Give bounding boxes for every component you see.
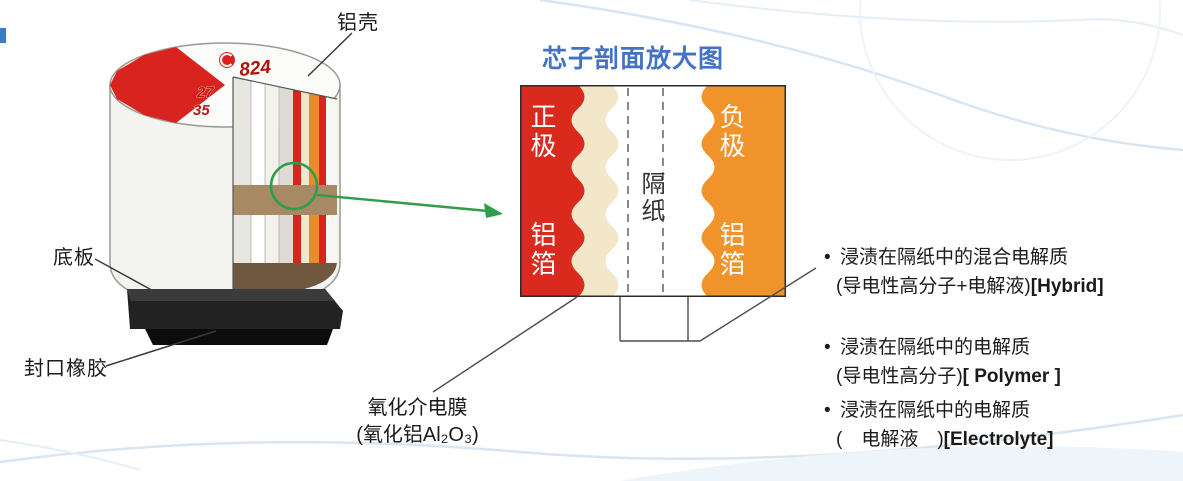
cathode-label: 负极 铝箔	[716, 103, 746, 279]
separator-band	[233, 185, 337, 215]
dielectric-film-note-line2: (氧化铝Al₂O₃)	[356, 424, 479, 446]
note-hybrid-tag: [Hybrid]	[1030, 276, 1104, 297]
anode-foil-layer	[520, 85, 585, 297]
capacitor-base	[127, 289, 343, 345]
swoosh-top	[539, 0, 1183, 152]
base-plate-top	[127, 289, 335, 301]
note-polymer-line2: (导电性高分子)	[836, 366, 963, 387]
note-hybrid: • 浸渍在隔纸中的混合电解质 (导电性高分子+电解液)[Hybrid]	[824, 243, 1180, 301]
cathode-label-line1: 负极	[716, 103, 746, 161]
note-polymer-line1: 浸渍在隔纸中的电解质	[840, 337, 1031, 358]
note-electrolyte-line1: 浸渍在隔纸中的电解质	[840, 400, 1031, 421]
cross-section-diagram: 正极 铝箔 隔纸 负极 铝箔	[520, 85, 786, 297]
cross-section-title: 芯子剖面放大图	[542, 45, 725, 73]
bullet-icon: •	[824, 400, 831, 421]
marking-line2: 35	[193, 102, 210, 119]
capacitor-body: 824 27 35	[109, 42, 341, 308]
winding-stripes	[233, 77, 337, 296]
swoosh-top-2	[689, 0, 1183, 36]
page-edge-mark	[0, 28, 6, 43]
swoosh-bottom	[0, 413, 1183, 464]
note-hybrid-line2: (导电性高分子+电解液)	[836, 276, 1031, 297]
top-red-sector	[110, 47, 225, 123]
seal-rubber-label: 封口橡胶	[24, 358, 108, 380]
bullet-icon: •	[824, 337, 831, 358]
anode-label-line1: 正极	[527, 103, 557, 161]
anode-label-line2: 铝箔	[527, 221, 557, 279]
note-polymer: • 浸渍在隔纸中的电解质 (导电性高分子)[ Polymer ]	[824, 333, 1180, 391]
shell-label: 铝壳	[337, 12, 379, 34]
capacitor-cutaway	[232, 76, 338, 296]
marking-code: 824	[238, 57, 272, 81]
bottom-plate-label: 底板	[53, 247, 95, 269]
separator-label: 隔纸	[637, 171, 664, 225]
cathode-foil-layer	[701, 85, 786, 297]
marking-line1: 27	[196, 84, 214, 101]
note-polymer-tag: [ Polymer ]	[962, 366, 1061, 387]
capacitor-illustration: 824 27 35	[109, 42, 343, 345]
anode-label: 正极 铝箔	[527, 103, 557, 279]
electrolyte-notes: • 浸渍在隔纸中的混合电解质 (导电性高分子+电解液)[Hybrid] • 浸渍…	[824, 243, 1180, 454]
bullet-icon: •	[824, 247, 831, 268]
note-electrolyte: • 浸渍在隔纸中的电解质 ( 电解液 )[Electrolyte]	[824, 396, 1180, 454]
brand-logo-glyph	[220, 53, 233, 67]
cross-section-graphic	[520, 85, 786, 297]
dielectric-film-note-line1: 氧化介电膜	[367, 397, 468, 419]
note-hybrid-line1: 浸渍在隔纸中的混合电解质	[840, 247, 1069, 268]
swoosh-bottom-fill	[620, 446, 1183, 481]
cut-top-edge	[232, 76, 338, 100]
swoosh-bottom-left	[0, 439, 141, 471]
dielectric-film-note: 氧化介电膜 (氧化铝Al₂O₃)	[330, 395, 505, 449]
note-electrolyte-line2: ( 电解液 )	[836, 429, 944, 450]
cathode-label-line2: 铝箔	[716, 221, 746, 279]
swoosh-circle	[859, 0, 1161, 161]
note-electrolyte-tag: [Electrolyte]	[943, 429, 1054, 450]
base-plate-bottom	[145, 329, 333, 345]
